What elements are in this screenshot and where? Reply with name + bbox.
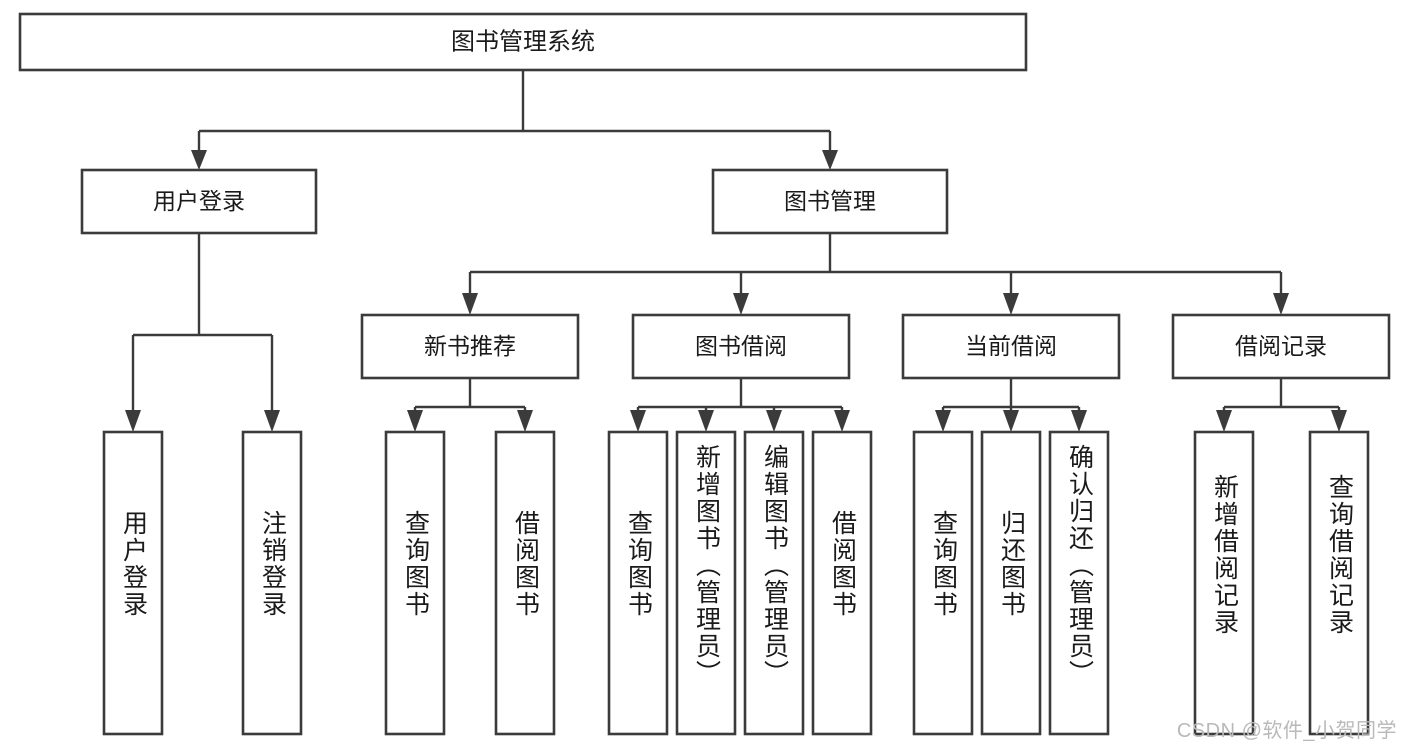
arrow-leaf-new-book-1 — [407, 410, 423, 432]
node-book-management[interactable] — [711, 168, 949, 235]
leaf-box-borrow-record-1[interactable] — [1193, 430, 1255, 736]
leaf-box-current-borrow-1[interactable] — [912, 430, 974, 736]
node-root-label: 图书管理系统 — [451, 28, 595, 55]
arrow-leaf-user-login-1 — [125, 410, 141, 432]
arrow-to-new-book — [462, 293, 478, 315]
arrow-to-book-borrow — [733, 293, 749, 315]
arrow-leaf-book-borrow-3 — [766, 410, 782, 432]
node-book-management-label: 图书管理 — [784, 188, 876, 214]
leaf-box-book-borrow-2[interactable] — [675, 430, 737, 736]
node-group: 图书管理系统 用户登录 图书管理 新书推荐 图书借阅 当前借阅 借阅记录 — [18, 12, 1391, 380]
leaf-box-group — [102, 430, 1370, 736]
arrow-leaf-book-borrow-1 — [630, 410, 646, 432]
node-user-login[interactable] — [80, 168, 318, 235]
leaf-box-book-borrow-1[interactable] — [607, 430, 669, 736]
arrow-leaf-borrow-record-1 — [1216, 410, 1232, 432]
node-root[interactable] — [18, 12, 1028, 72]
leaf-box-book-borrow-3[interactable] — [743, 430, 805, 736]
connector-group — [125, 70, 1347, 432]
leaf-box-book-borrow-4[interactable] — [811, 430, 873, 736]
arrow-to-user-login — [191, 150, 207, 170]
arrow-to-current-borrow — [1003, 293, 1019, 315]
arrow-leaf-current-borrow-3 — [1071, 410, 1087, 432]
arrow-leaf-current-borrow-2 — [1003, 410, 1019, 432]
node-current-borrow[interactable] — [901, 313, 1121, 380]
node-user-login-label: 用户登录 — [153, 188, 245, 214]
arrow-leaf-user-login-2 — [264, 410, 280, 432]
node-borrow-record[interactable] — [1171, 313, 1391, 380]
arrow-leaf-new-book-2 — [517, 410, 533, 432]
arrow-to-book-mgmt — [822, 150, 838, 170]
leaf-box-current-borrow-2[interactable] — [980, 430, 1042, 736]
arrow-to-borrow-record — [1273, 293, 1289, 315]
watermark-text: CSDN @软件_小贺同学 — [1176, 720, 1397, 742]
leaf-box-new-book-1[interactable] — [384, 430, 446, 736]
leaf-box-user-login-1[interactable] — [102, 430, 164, 736]
node-borrow-record-label: 借阅记录 — [1235, 333, 1327, 359]
leaf-box-borrow-record-2[interactable] — [1308, 430, 1370, 736]
node-new-book-recommend-label: 新书推荐 — [424, 333, 516, 359]
leaf-box-user-login-2[interactable] — [241, 430, 303, 736]
node-current-borrow-label: 当前借阅 — [965, 333, 1057, 359]
node-book-borrow[interactable] — [631, 313, 851, 380]
node-book-borrow-label: 图书借阅 — [695, 333, 787, 359]
arrow-leaf-current-borrow-1 — [935, 410, 951, 432]
leaf-box-new-book-2[interactable] — [494, 430, 556, 736]
node-new-book-recommend[interactable] — [360, 313, 580, 380]
arrow-leaf-book-borrow-4 — [834, 410, 850, 432]
leaf-box-current-borrow-3[interactable] — [1048, 430, 1110, 736]
arrow-leaf-borrow-record-2 — [1331, 410, 1347, 432]
arrow-leaf-book-borrow-2 — [698, 410, 714, 432]
